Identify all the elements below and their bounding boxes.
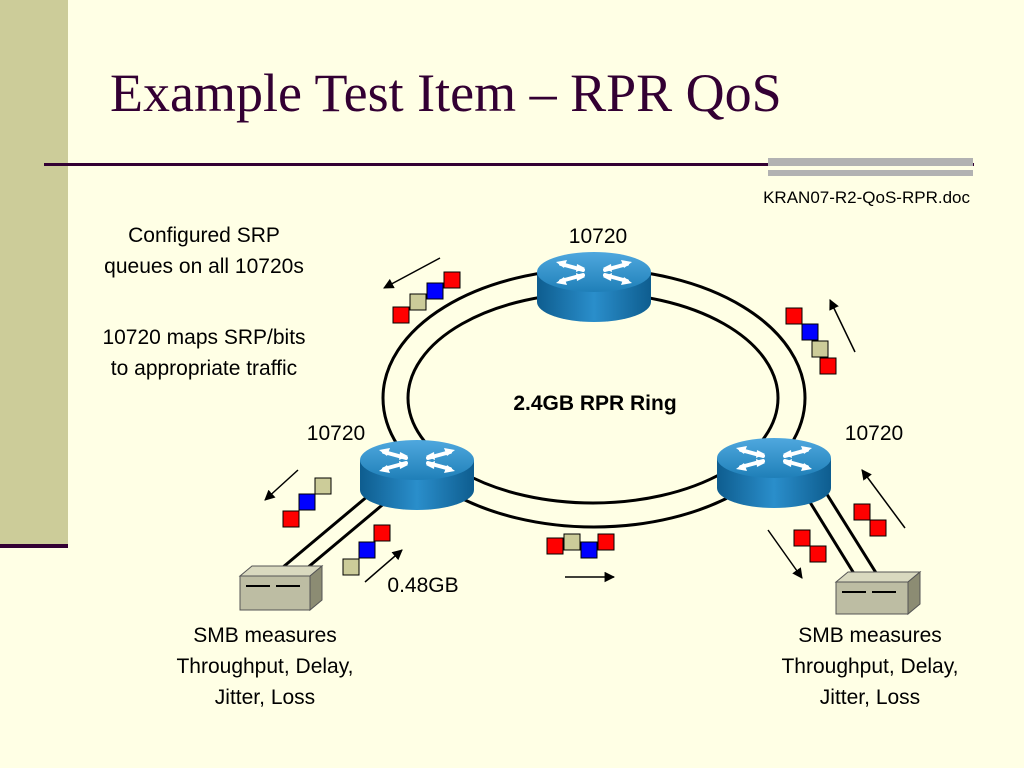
packets-right-out xyxy=(793,529,827,563)
configured-note: Configured SRP queues on all 10720s xyxy=(78,220,330,282)
side-bar-line xyxy=(0,544,68,548)
title-rule-accent xyxy=(768,158,973,166)
slide-title: Example Test Item – RPR QoS xyxy=(110,63,782,123)
packets-right-in xyxy=(853,503,887,537)
smb-left-line-2: Throughput, Delay, xyxy=(176,655,354,678)
packets-left-in xyxy=(342,524,391,576)
ring-label: 2.4GB RPR Ring xyxy=(513,392,676,415)
smb-right-icon xyxy=(834,570,922,616)
router-right-label: 10720 xyxy=(845,422,903,445)
smb-left-line-1: SMB measures xyxy=(193,624,337,647)
smb-right-line-1: SMB measures xyxy=(798,624,942,647)
smb-right-caption: SMB measures Throughput, Delay, Jitter, … xyxy=(745,620,995,713)
doc-reference: KRAN07-R2-QoS-RPR.doc xyxy=(763,188,970,207)
router-top-icon xyxy=(535,250,653,324)
smb-left-line-3: Jitter, Loss xyxy=(214,686,316,709)
flow-arrows xyxy=(264,257,906,583)
configured-line-2: queues on all 10720s xyxy=(104,255,304,278)
smb-right-line-2: Throughput, Delay, xyxy=(781,655,959,678)
configured-line-1: Configured SRP xyxy=(128,224,280,247)
smb-right-line-3: Jitter, Loss xyxy=(819,686,921,709)
router-right-icon xyxy=(715,436,833,510)
router-left-label: 10720 xyxy=(307,422,365,445)
title-rule xyxy=(44,163,974,166)
side-bar xyxy=(0,0,68,548)
maps-line-2: to appropriate traffic xyxy=(110,357,298,380)
packets-top-right xyxy=(785,307,837,375)
packets-top-left xyxy=(392,271,461,324)
link-rate-label: 0.48GB xyxy=(387,574,458,597)
title-rule-accent-lower xyxy=(768,170,973,176)
smb-left-caption: SMB measures Throughput, Delay, Jitter, … xyxy=(140,620,390,713)
smb-left-icon xyxy=(238,564,324,612)
maps-note: 10720 maps SRP/bits to appropriate traff… xyxy=(72,322,336,384)
maps-line-1: 10720 maps SRP/bits xyxy=(102,326,306,349)
packets-left-out xyxy=(282,477,332,528)
router-left-icon xyxy=(358,438,476,512)
packets-bottom xyxy=(546,533,615,559)
router-top-label: 10720 xyxy=(569,225,627,248)
